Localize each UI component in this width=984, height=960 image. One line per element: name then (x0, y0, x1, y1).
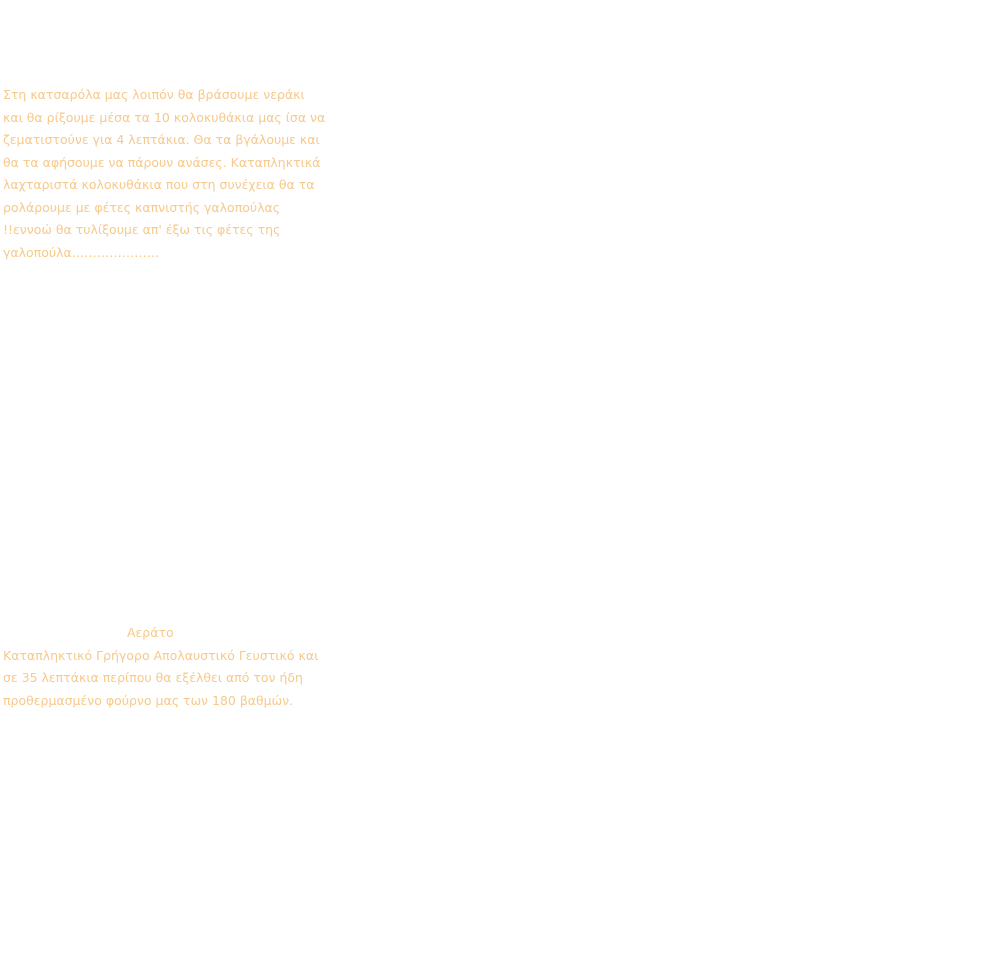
text-line: και θα ρίξουμε μέσα τα 10 κολοκυθάκια μα… (3, 109, 326, 125)
text-line: ρολάρουμε με φέτες καπνιστής γαλοπούλας (3, 199, 281, 215)
text-line: σε 35 λεπτάκια περίπου θα εξέλθει από το… (3, 670, 303, 685)
text-line: ζεματιστούνε για 4 λεπτάκια. Θα τα βγάλο… (3, 132, 320, 147)
recipe-paragraph-baking: Αεράτο Καταπληκτικό Γρήγορο Απολαυστικό … (3, 622, 323, 712)
recipe-paragraph-boiling: Στη κατσαρόλα μας λοιπόν θα βράσουμε νερ… (3, 84, 326, 264)
text-line: !!εννοώ θα τυλίξουμε απ' έξω τις φέτες τ… (3, 222, 281, 237)
text-line: προθερμασμένο φούρνο μας των 180 βαθμών. (3, 692, 294, 708)
text-line: γαλοπούλα………………… (3, 244, 160, 260)
text-line: λαχταριστά κολοκυθάκια που στη συνέχεια … (3, 177, 315, 192)
text-line: Στη κατσαρόλα μας λοιπόν θα βράσουμε νερ… (3, 87, 305, 102)
text-line: Καταπληκτικό Γρήγορο Απολαυστικό Γευστικ… (3, 647, 319, 663)
text-line: θα τα αφήσουμε να πάρουν ανάσες. Καταπλη… (3, 154, 321, 170)
paragraph-title: Αεράτο (127, 625, 174, 640)
